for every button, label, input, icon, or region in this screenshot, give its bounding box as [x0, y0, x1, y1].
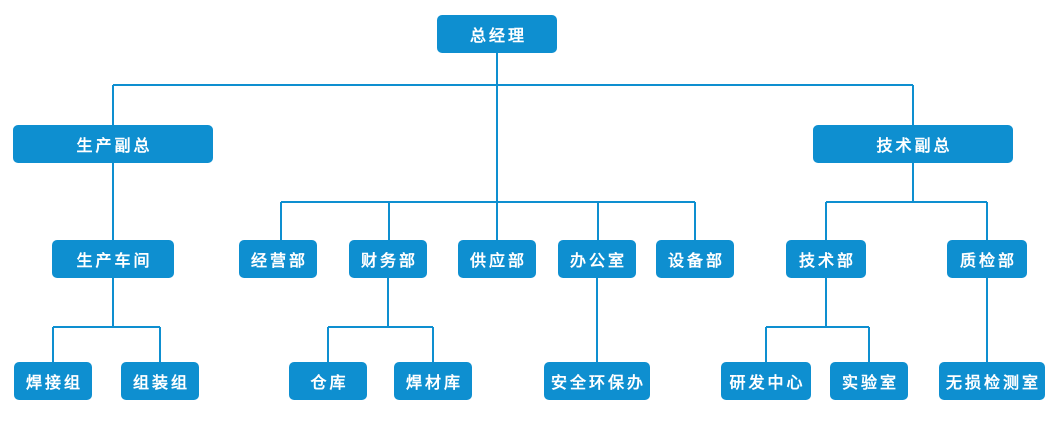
org-node-finance-dept: 财务部	[349, 240, 427, 278]
org-node-technical-dept: 技术部	[786, 240, 866, 278]
org-node-safety-environment-office: 安全环保办	[544, 362, 650, 400]
org-node-assembly-group: 组装组	[121, 362, 199, 400]
org-node-office: 办公室	[558, 240, 636, 278]
org-node-laboratory: 实验室	[830, 362, 908, 400]
org-node-equipment-dept: 设备部	[656, 240, 734, 278]
org-node-technical-vp: 技术副总	[813, 125, 1013, 163]
org-node-welding-material-warehouse: 焊材库	[394, 362, 472, 400]
connector-finance-branch	[327, 278, 434, 362]
connector-technical-vp-branch	[825, 163, 988, 240]
org-node-quality-dept: 质检部	[947, 240, 1027, 278]
connector-root-manifold	[112, 53, 914, 240]
org-node-warehouse: 仓库	[289, 362, 367, 400]
org-node-supply-dept: 供应部	[458, 240, 536, 278]
org-node-business-dept: 经营部	[239, 240, 317, 278]
connector-production-branch	[52, 163, 161, 362]
org-node-ndt-room: 无损检测室	[939, 362, 1045, 400]
org-node-production-workshop: 生产车间	[52, 240, 174, 278]
org-node-general-manager: 总经理	[437, 15, 557, 53]
org-node-rd-center: 研发中心	[721, 362, 811, 400]
connector-technical-dept-branch	[765, 278, 870, 362]
org-node-production-vp: 生产副总	[13, 125, 213, 163]
org-node-welding-group: 焊接组	[14, 362, 92, 400]
connector-mid-manifold	[280, 201, 696, 240]
